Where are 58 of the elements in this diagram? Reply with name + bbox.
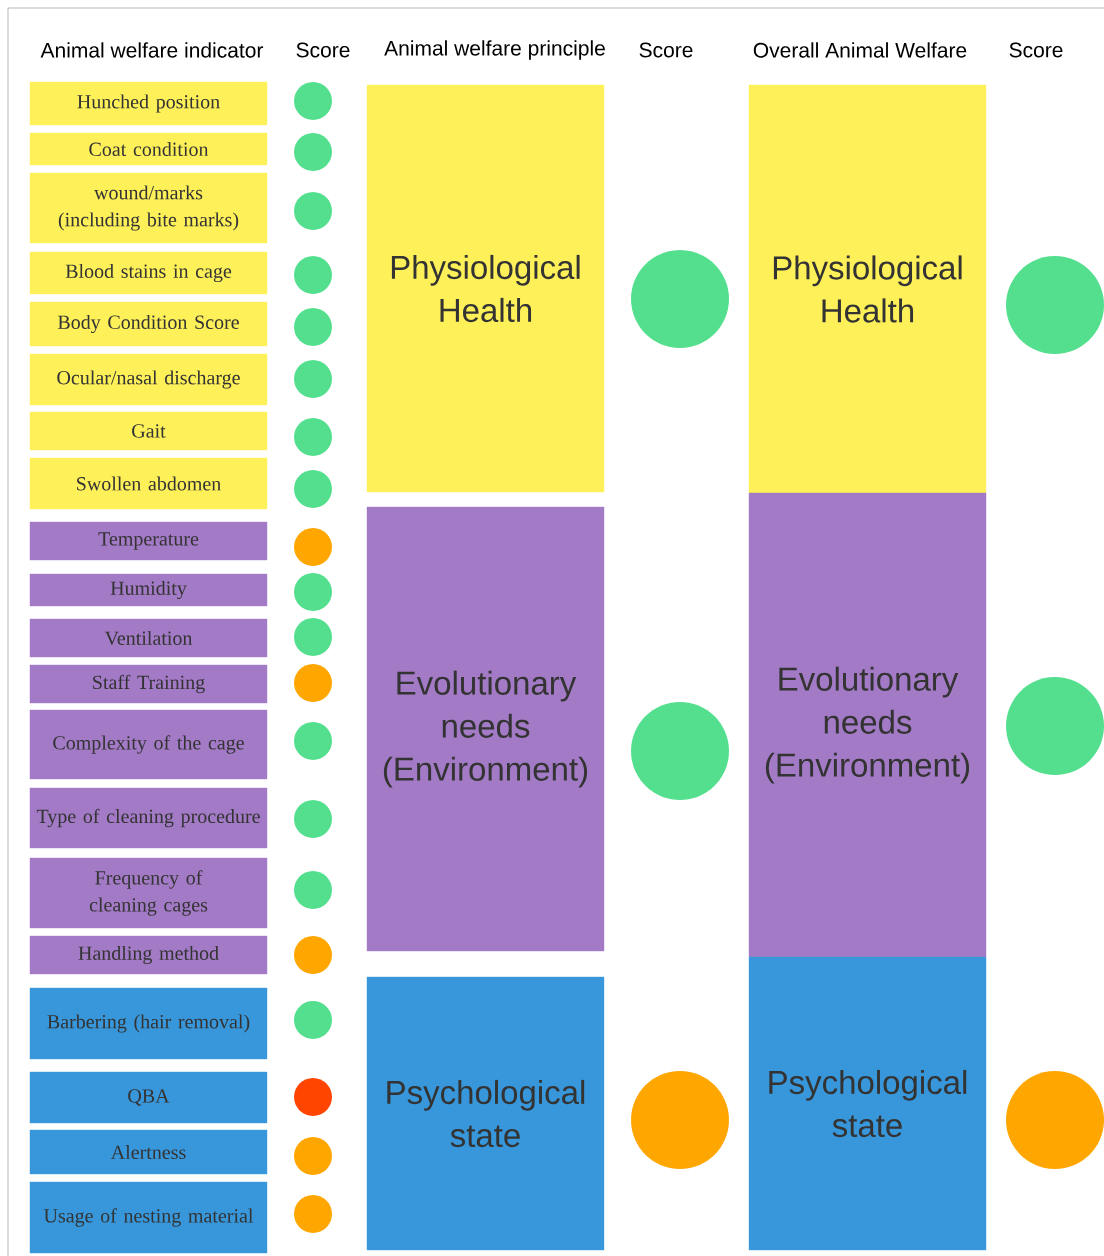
indicator-box: Humidity: [29, 573, 268, 607]
column-header: Score: [639, 42, 693, 58]
column-header: Score: [296, 42, 350, 58]
indicator-box: Alertness: [29, 1129, 268, 1175]
score-dot: [294, 1137, 332, 1175]
score-dot: [631, 702, 729, 800]
column-header: Score: [1009, 42, 1063, 58]
welfare-box: Physiological Health: [748, 84, 987, 494]
score-dot: [294, 618, 332, 656]
score-dot: [294, 871, 332, 909]
score-dot: [631, 1071, 729, 1169]
score-dot: [294, 722, 332, 760]
score-dot: [294, 192, 332, 230]
score-dot: [294, 1195, 332, 1233]
welfare-box: Evolutionary needs (Environment): [748, 492, 987, 958]
principle-box: Evolutionary needs (Environment): [366, 506, 605, 952]
score-dot: [294, 528, 332, 566]
score-dot: [1006, 1071, 1104, 1169]
indicator-box: Complexity of the cage: [29, 709, 268, 780]
indicator-box: Gait: [29, 411, 268, 451]
score-dot: [294, 82, 332, 120]
score-dot: [1006, 256, 1104, 354]
indicator-box: wound/marks (including bite marks): [29, 172, 268, 244]
indicator-box: Type of cleaning procedure: [29, 787, 268, 849]
score-dot: [1006, 677, 1104, 775]
score-dot: [294, 1078, 332, 1116]
indicator-box: Blood stains in cage: [29, 251, 268, 295]
principle-box: Physiological Health: [366, 84, 605, 493]
indicator-box: Swollen abdomen: [29, 457, 268, 510]
welfare-box: Psychological state: [748, 956, 987, 1251]
column-header: Animal welfare principle: [384, 40, 605, 60]
score-dot: [294, 256, 332, 294]
column-header: Animal welfare indicator: [40, 42, 264, 58]
score-dot: [294, 308, 332, 346]
score-dot: [294, 133, 332, 171]
score-dot: [294, 664, 332, 702]
indicator-box: Frequency of cleaning cages: [29, 857, 268, 929]
indicator-box: Usage of nesting material: [29, 1181, 268, 1254]
indicator-box: Barbering (hair removal): [29, 987, 268, 1060]
score-dot: [294, 418, 332, 456]
indicator-box: Ventilation: [29, 618, 268, 658]
indicator-box: Handling method: [29, 935, 268, 975]
score-dot: [631, 250, 729, 348]
score-dot: [294, 1001, 332, 1039]
principle-box: Psychological state: [366, 976, 605, 1251]
score-dot: [294, 936, 332, 974]
score-dot: [294, 800, 332, 838]
indicator-box: Coat condition: [29, 132, 268, 166]
indicator-box: Ocular/nasal discharge: [29, 353, 268, 406]
score-dot: [294, 573, 332, 611]
indicator-box: Hunched position: [29, 81, 268, 126]
indicator-box: Body Condition Score: [29, 301, 268, 347]
indicator-box: Staff Training: [29, 664, 268, 704]
score-dot: [294, 360, 332, 398]
score-dot: [294, 470, 332, 508]
indicator-box: Temperature: [29, 521, 268, 561]
indicator-box: QBA: [29, 1071, 268, 1124]
column-header: Overall Animal Welfare: [753, 42, 967, 58]
